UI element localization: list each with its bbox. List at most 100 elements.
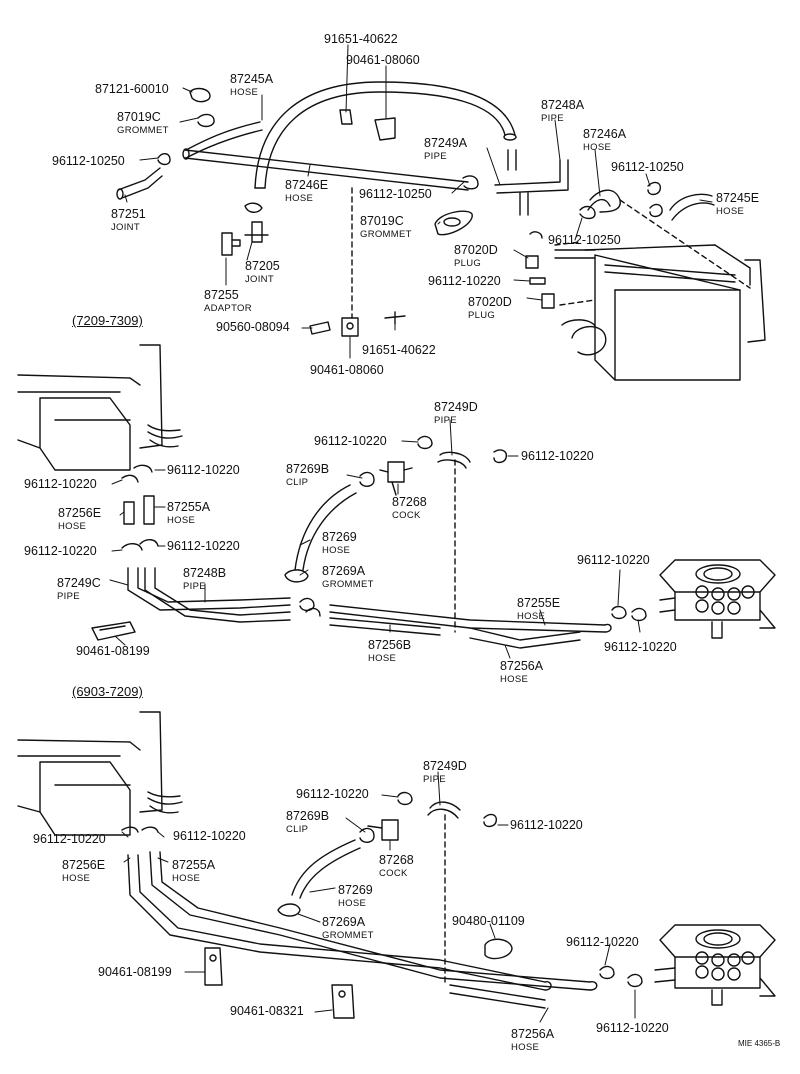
- part-90461-08060-mid[interactable]: 90461-08060: [310, 363, 384, 377]
- part-type: PIPE: [434, 415, 457, 426]
- part-96112-10220-m-e[interactable]: 96112-10220: [167, 539, 240, 553]
- part-96112-10220-b-c[interactable]: 96112-10220: [33, 832, 106, 846]
- adaptor-87255-drawing: [221, 221, 269, 256]
- section-range-7209-7309: (7209-7309): [72, 313, 143, 328]
- part-96112-10220-m-f[interactable]: 96112-10220: [24, 544, 97, 558]
- part-96112-10220-b-a[interactable]: 96112-10220: [296, 787, 369, 801]
- part-number: 87269A: [322, 564, 366, 578]
- part-number: 87269: [322, 530, 357, 544]
- part-number: 87249D: [423, 759, 467, 773]
- part-type: HOSE: [62, 873, 91, 884]
- part-96112-10220-b-d[interactable]: 96112-10220: [173, 829, 246, 843]
- part-96112-10220-m-a[interactable]: 96112-10220: [314, 434, 387, 448]
- part-number: 87269B: [286, 809, 330, 823]
- part-96112-10220-m-g[interactable]: 96112-10220: [577, 553, 650, 567]
- part-96112-10220-b-b[interactable]: 96112-10220: [510, 818, 583, 832]
- section-range-6903-7209: (6903-7209): [72, 684, 143, 699]
- part-96112-10250-a[interactable]: 96112-10250: [52, 154, 125, 168]
- part-90461-08060-top[interactable]: 90461-08060: [346, 53, 420, 67]
- heater-unit-top-drawing: [554, 244, 766, 381]
- part-number: 87255A: [167, 500, 211, 514]
- part-96112-10250-c[interactable]: 96112-10250: [359, 187, 432, 201]
- part-96112-10250-d[interactable]: 96112-10250: [548, 233, 621, 247]
- part-type: HOSE: [338, 898, 367, 909]
- part-type: HOSE: [716, 206, 745, 217]
- part-number: 87020D: [454, 243, 498, 257]
- part-91651-40622-top[interactable]: 91651-40622: [324, 32, 398, 46]
- part-96112-10220-top[interactable]: 96112-10220: [428, 274, 501, 288]
- part-96112-10220-m-b[interactable]: 96112-10220: [521, 449, 594, 463]
- part-type: ADAPTOR: [204, 303, 252, 314]
- part-type: JOINT: [111, 222, 140, 233]
- part-90461-08199-bottom[interactable]: 90461-08199: [98, 965, 172, 979]
- part-type: HOSE: [167, 515, 196, 526]
- part-96112-10220-b-f[interactable]: 96112-10220: [596, 1021, 669, 1035]
- cock-87268-bottom-drawing: [359, 819, 399, 843]
- part-type: GROMMET: [360, 229, 412, 240]
- hose-87245E-drawing: [669, 193, 715, 221]
- part-number: 87256E: [62, 858, 106, 872]
- part-number: 87255E: [517, 596, 561, 610]
- part-96112-10250-b[interactable]: 96112-10250: [611, 160, 684, 174]
- part-number: 87249C: [57, 576, 101, 590]
- leader-dashes-top: [351, 187, 751, 319]
- part-number: 87256E: [58, 506, 102, 520]
- part-type: GROMMET: [322, 579, 374, 590]
- part-number: 87248B: [183, 566, 227, 580]
- part-96112-10220-m-d[interactable]: 96112-10220: [24, 477, 97, 491]
- part-type: HOSE: [285, 193, 314, 204]
- part-number: 87246E: [285, 178, 329, 192]
- bracket-90461-08199-mid-drawing: [91, 621, 136, 641]
- pipe-87246E-drawing: [182, 121, 469, 191]
- part-90480-01109[interactable]: 90480-01109: [452, 914, 525, 928]
- part-90461-08321[interactable]: 90461-08321: [230, 1004, 304, 1018]
- part-96112-10220-m-h[interactable]: 96112-10220: [604, 640, 677, 654]
- part-90461-08199-mid[interactable]: 90461-08199: [76, 644, 150, 658]
- part-96112-10220-b-e[interactable]: 96112-10220: [566, 935, 639, 949]
- part-91651-40622-mid[interactable]: 91651-40622: [362, 343, 436, 357]
- part-number: 87268: [392, 495, 427, 509]
- heater-core-bottom-drawing: [654, 924, 776, 1006]
- part-96112-10220-m-c[interactable]: 96112-10220: [167, 463, 240, 477]
- part-87121-60010[interactable]: 87121-60010: [95, 82, 169, 96]
- part-90560-08094[interactable]: 90560-08094: [216, 320, 290, 334]
- part-number: 87249A: [424, 136, 468, 150]
- vehicle-body-bottom-drawing: [17, 711, 183, 836]
- part-number: 87256B: [368, 638, 412, 652]
